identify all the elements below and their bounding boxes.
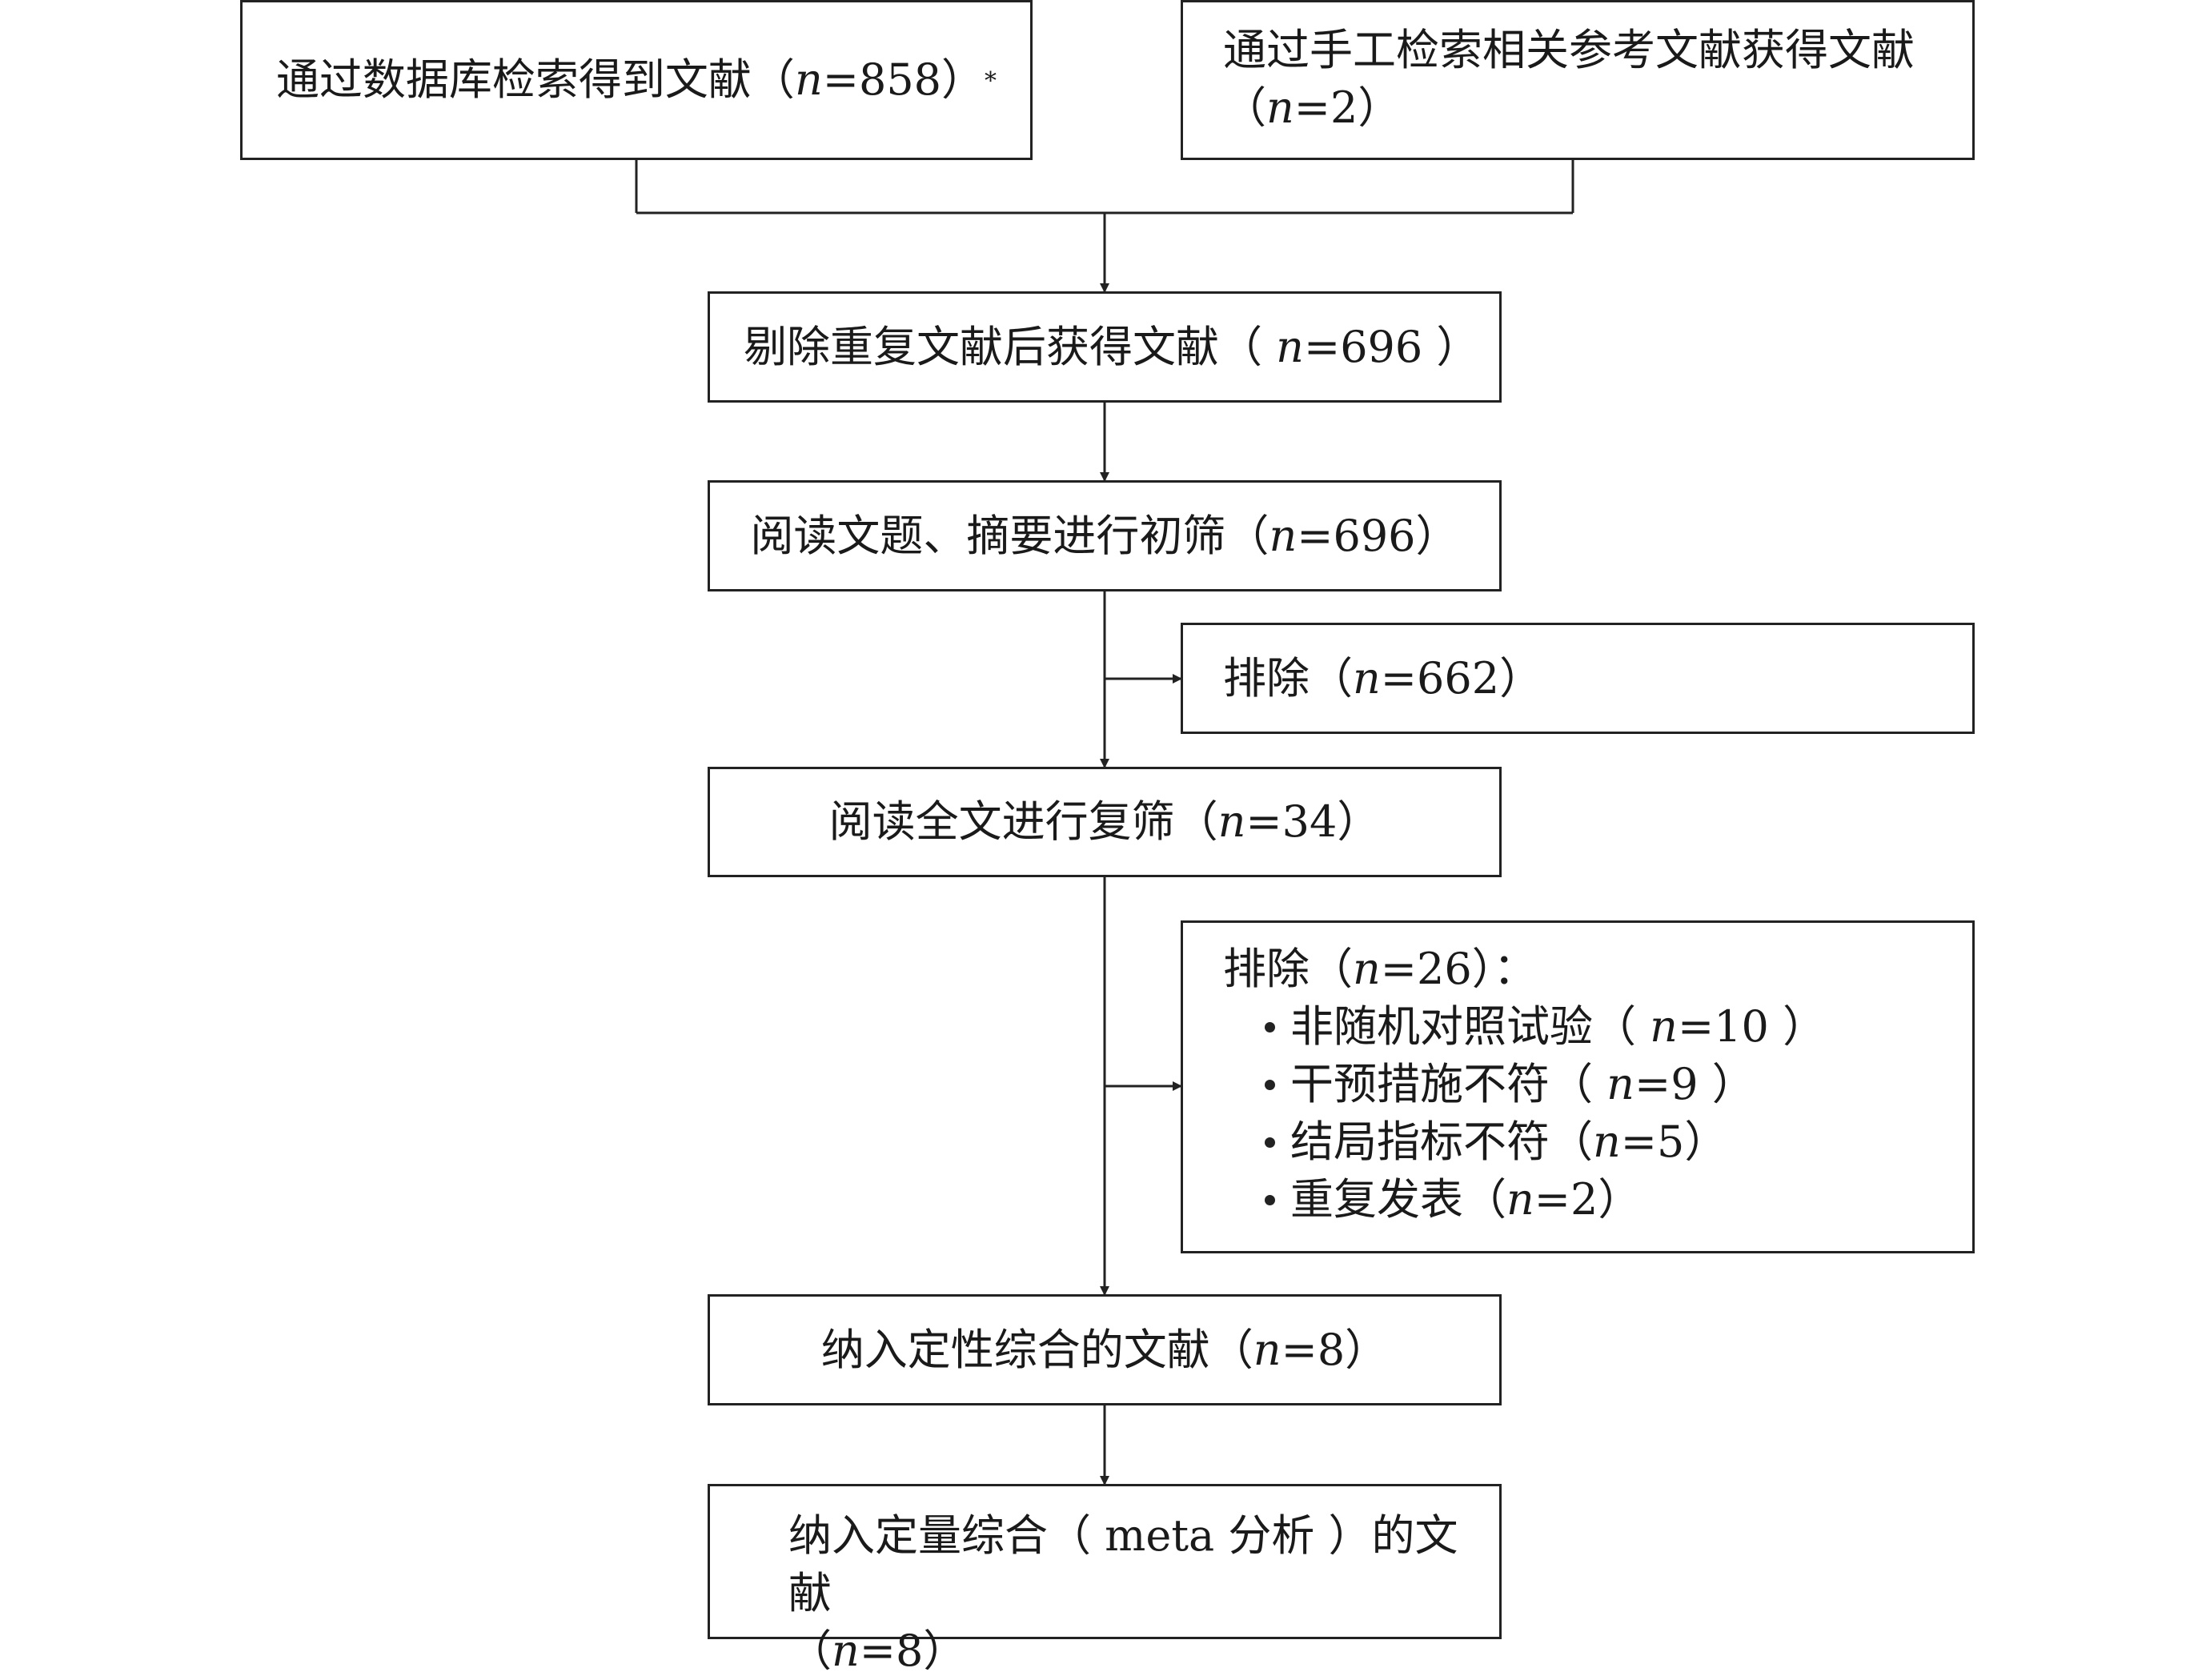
bullet-icon bbox=[1265, 1195, 1275, 1205]
exclude1-label: 排除（n=662） bbox=[1223, 652, 1543, 704]
qualitative-label: 纳入定性综合的文献（n=8） bbox=[820, 1324, 1389, 1375]
manual-search-box: 通过手工检索相关参考文献获得文献 （n=2） bbox=[1181, 0, 1975, 160]
exclude-reason-item: 非随机对照试验（ n=10 ） bbox=[1223, 998, 1972, 1056]
manual-search-line1: 通过手工检索相关参考文献获得文献 bbox=[1223, 25, 1915, 75]
fulltext-box: 阅读全文进行复筛（n=34） bbox=[708, 767, 1502, 877]
quantitative-line1: 纳入定量综合（ meta 分析 ）的文献 bbox=[788, 1510, 1458, 1618]
exclude-reason-item: 结局指标不符（n=5） bbox=[1223, 1113, 1972, 1171]
fulltext-label: 阅读全文进行复筛（n=34） bbox=[828, 796, 1381, 847]
exclude1-box: 排除（n=662） bbox=[1181, 623, 1975, 734]
bullet-icon bbox=[1265, 1137, 1275, 1148]
connector-lines bbox=[635, 160, 1574, 1486]
quantitative-box: 纳入定量综合（ meta 分析 ）的文献 （n=8） bbox=[708, 1484, 1502, 1676]
dedup-label: 剔除重复文献后获得文献（ n=696 ） bbox=[744, 321, 1480, 372]
bullet-icon bbox=[1265, 1022, 1275, 1032]
manual-search-line2: （n=2） bbox=[1223, 82, 1402, 133]
exclude-reason-item: 重复发表（n=2） bbox=[1223, 1171, 1972, 1229]
exclude-reason-item: 干预措施不符（ n=9 ） bbox=[1223, 1056, 1972, 1113]
bullet-icon bbox=[1265, 1080, 1275, 1090]
prisma-flow-diagram: 通过数据库检索得到文献（n=858）* 通过手工检索相关参考文献获得文献 （n=… bbox=[240, 0, 1975, 1676]
quantitative-line2: （n=8） bbox=[788, 1626, 967, 1676]
dedup-box: 剔除重复文献后获得文献（ n=696 ） bbox=[708, 291, 1502, 403]
title-screen-box: 阅读文题、摘要进行初筛（n=696） bbox=[708, 480, 1502, 591]
exclude2-box: 排除（n=26）： 非随机对照试验（ n=10 ） 干预措施不符（ n=9 ） … bbox=[1181, 920, 1975, 1253]
exclude2-heading: 排除（n=26）： bbox=[1223, 944, 1537, 994]
db-search-box: 通过数据库检索得到文献（n=858）* bbox=[240, 0, 1033, 160]
exclude2-reasons-list: 非随机对照试验（ n=10 ） 干预措施不符（ n=9 ） 结局指标不符（n=5… bbox=[1223, 998, 1972, 1229]
title-screen-label: 阅读文题、摘要进行初筛（n=696） bbox=[750, 510, 1459, 561]
qualitative-box: 纳入定性综合的文献（n=8） bbox=[708, 1294, 1502, 1405]
db-search-label: 通过数据库检索得到文献（n=858）* bbox=[275, 54, 997, 105]
